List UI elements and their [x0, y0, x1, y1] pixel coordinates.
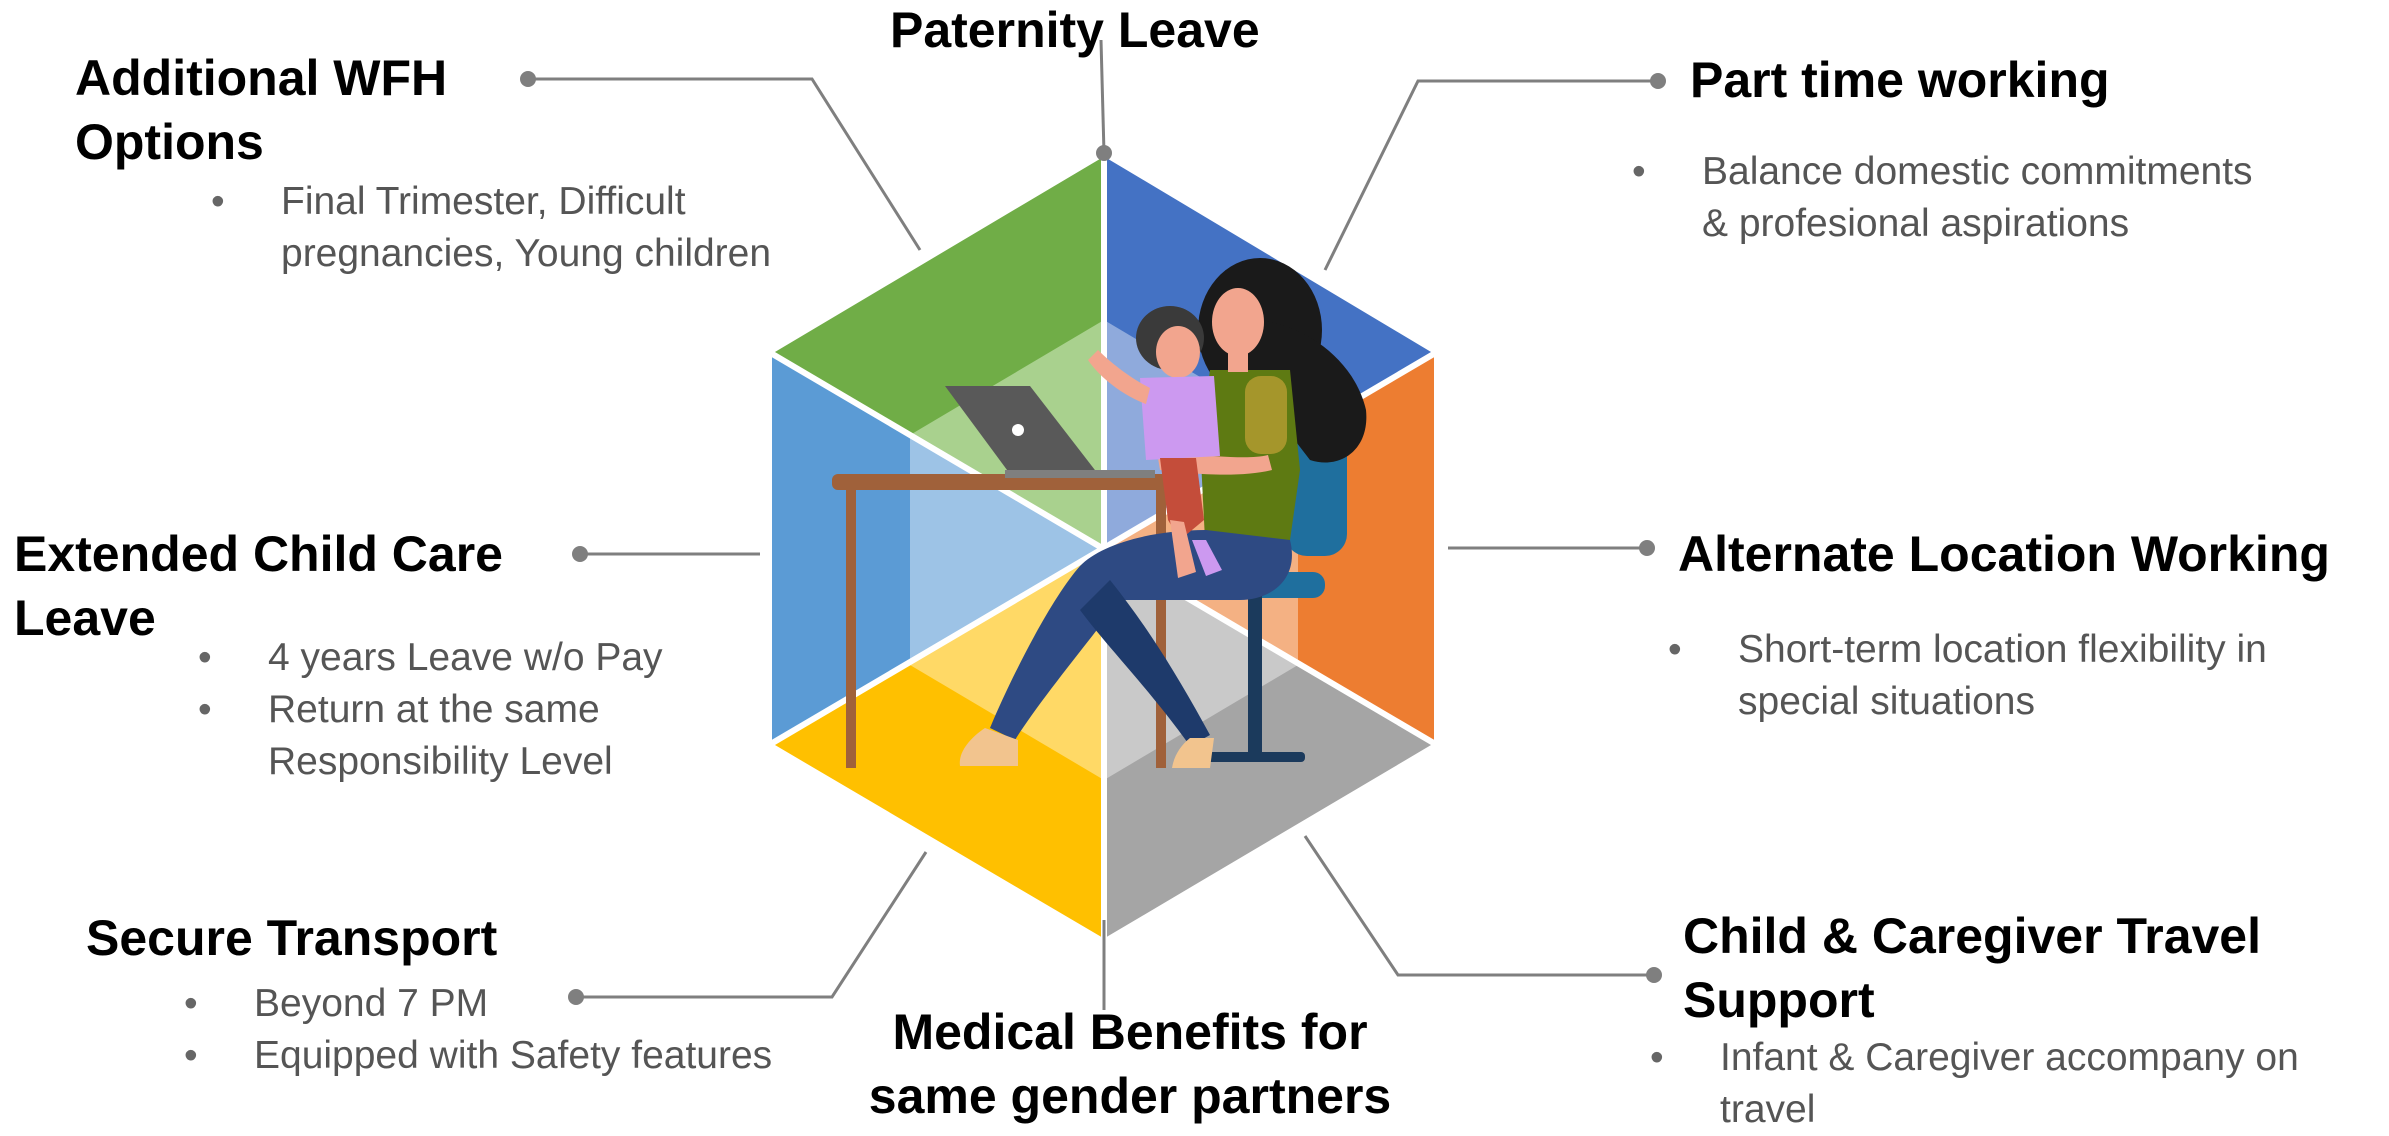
child-care-title: Extended Child Care Leave — [14, 522, 503, 650]
transport-bullet2-line1: Equipped with Safety features — [254, 1034, 773, 1077]
travel-bullet: Infant & Caregiver accompany on travel — [1650, 1032, 2299, 1136]
part-time-bullet-line2: & profesional aspirations — [1702, 202, 2130, 245]
connector-wfh — [528, 77, 922, 251]
connector-paternity — [1099, 39, 1106, 154]
mother-child-laptop-illustration — [832, 258, 1367, 768]
inner-hex-light-blue — [910, 435, 1104, 665]
connector-transport — [576, 851, 928, 999]
wfh-title: Additional WFH Options — [75, 46, 447, 174]
transport-bullet: Equipped with Safety features — [184, 1030, 772, 1082]
inner-hex-grey — [1104, 550, 1298, 780]
wfh-bullet-line2: pregnancies, Young children — [281, 232, 772, 275]
alternate-location-bullet-line2: special situations — [1738, 680, 2035, 723]
child-care-title-line2: Leave — [14, 590, 156, 646]
travel-title-line1: Child & Caregiver Travel — [1683, 908, 2262, 964]
part-time-title: Part time working — [1690, 52, 2110, 108]
alternate-location-bullet-line1: Short-term location flexibility in — [1738, 628, 2267, 671]
alternate-location-bullets: Short-term location flexibility in speci… — [1668, 624, 2267, 728]
transport-title: Secure Transport — [86, 910, 498, 966]
connector-travel — [1303, 835, 1654, 977]
travel-title-line2: Support — [1683, 972, 1875, 1028]
medical-title-line2: same gender partners — [868, 1068, 1392, 1124]
medical-title: Medical Benefits for same gender partner… — [830, 1000, 1430, 1128]
part-time-bullet-line1: Balance domestic commitments — [1702, 150, 2253, 193]
child-care-bullet2-line1: Return at the same — [268, 688, 600, 731]
alternate-location-bullet: Short-term location flexibility in speci… — [1668, 624, 2267, 728]
travel-title: Child & Caregiver Travel Support — [1683, 904, 2261, 1032]
child-care-bullet2-line2: Responsibility Level — [268, 740, 613, 783]
alternate-location-title: Alternate Location Working — [1678, 526, 2330, 582]
transport-bullet: Beyond 7 PM — [184, 978, 772, 1030]
child-care-title-line1: Extended Child Care — [14, 526, 503, 582]
wfh-title-line1: Additional WFH — [75, 50, 448, 106]
travel-bullets: Infant & Caregiver accompany on travel — [1650, 1032, 2299, 1136]
child-care-bullets: 4 years Leave w/o Pay Return at the same… — [198, 632, 663, 788]
wfh-bullet: Final Trimester, Difficult pregnancies, … — [211, 176, 771, 280]
travel-bullet-line2: travel — [1720, 1088, 1816, 1131]
part-time-bullets: Balance domestic commitments & profesion… — [1632, 146, 2253, 250]
transport-bullet1-line1: Beyond 7 PM — [254, 982, 489, 1025]
child-care-bullet1-line1: 4 years Leave w/o Pay — [268, 636, 663, 679]
transport-bullets: Beyond 7 PM Equipped with Safety feature… — [184, 978, 772, 1082]
wfh-bullet-line1: Final Trimester, Difficult — [281, 180, 686, 223]
connector-part-time — [1323, 79, 1658, 271]
part-time-bullet: Balance domestic commitments & profesion… — [1632, 146, 2253, 250]
travel-bullet-line1: Infant & Caregiver accompany on — [1720, 1036, 2299, 1079]
paternity-leave-title: Paternity Leave — [890, 2, 1260, 58]
medical-title-line1: Medical Benefits for — [892, 1004, 1368, 1060]
wfh-bullets: Final Trimester, Difficult pregnancies, … — [211, 176, 771, 280]
child-care-bullet: 4 years Leave w/o Pay — [198, 632, 663, 684]
child-care-bullet: Return at the same Responsibility Level — [198, 684, 663, 788]
wfh-title-line2: Options — [75, 114, 264, 170]
